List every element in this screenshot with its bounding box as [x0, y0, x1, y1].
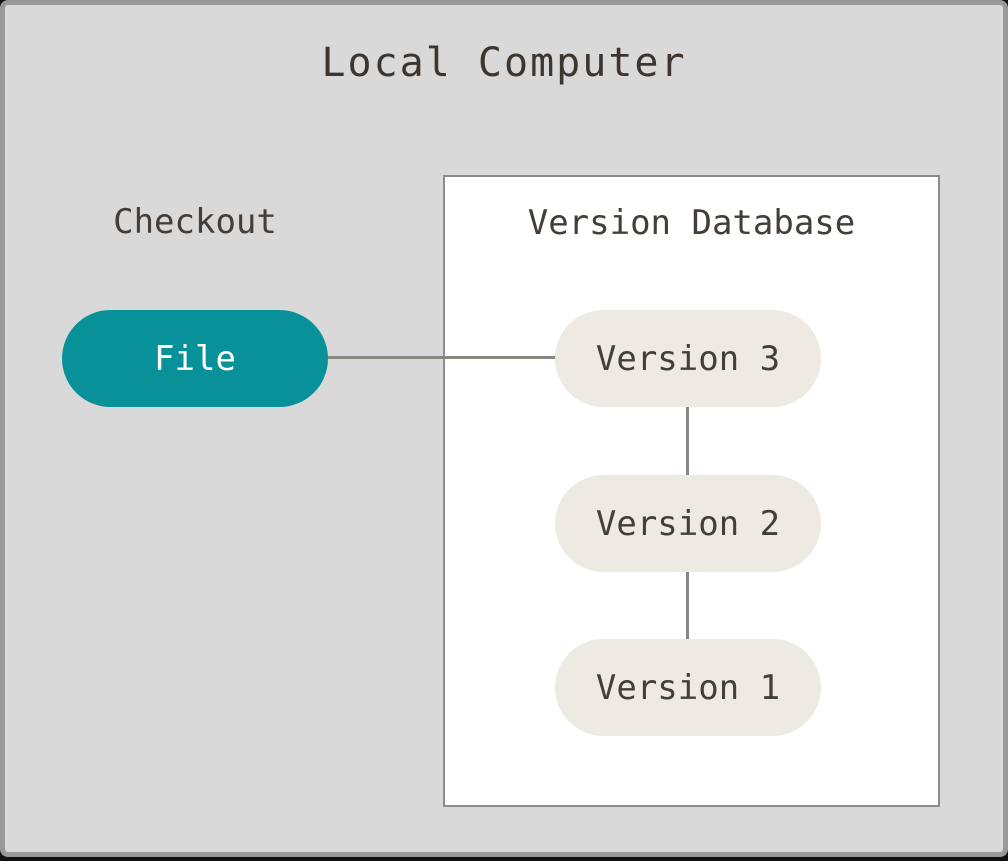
diagram-canvas: Local Computer Checkout Version Database…: [5, 5, 1003, 852]
connector-version3-to-version2: [686, 407, 689, 475]
version2-node-label: Version 2: [595, 503, 781, 544]
version1-node: Version 1: [555, 639, 821, 736]
connector-version2-to-version1: [686, 572, 689, 639]
file-node: File: [62, 310, 328, 407]
checkout-label: Checkout: [113, 202, 277, 242]
version2-node: Version 2: [555, 475, 821, 572]
file-node-label: File: [154, 338, 236, 379]
connector-file-to-version3: [325, 356, 557, 359]
diagram-title: Local Computer: [321, 40, 687, 86]
version1-node-label: Version 1: [595, 667, 781, 708]
version-database-title: Version Database: [527, 203, 856, 243]
version3-node: Version 3: [555, 310, 821, 407]
version3-node-label: Version 3: [595, 338, 781, 379]
